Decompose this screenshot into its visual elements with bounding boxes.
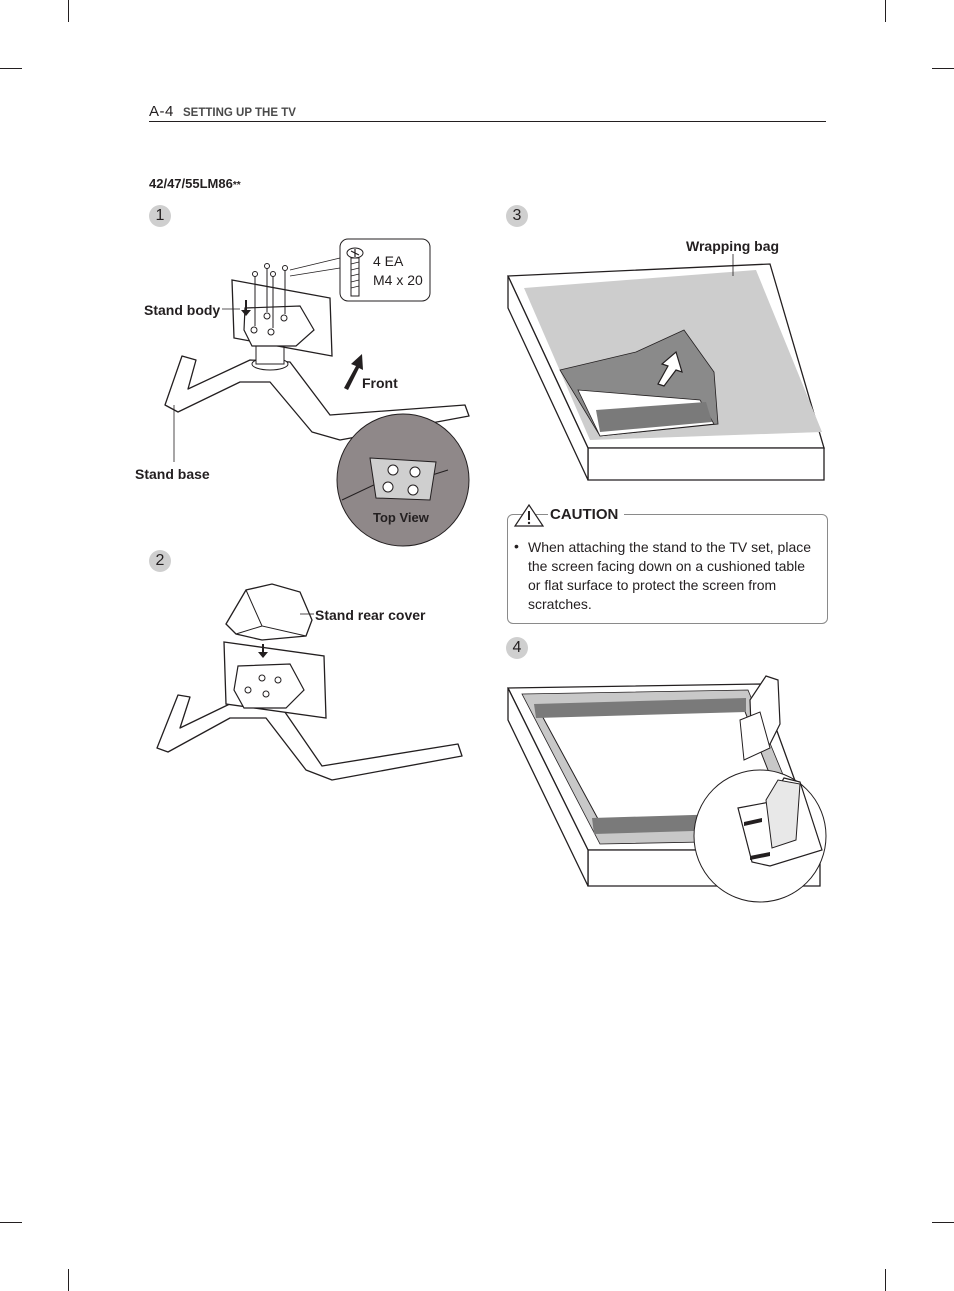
crop-mark-br-v [885, 1269, 886, 1291]
crop-mark-tr-h [932, 68, 954, 69]
caution-bullet: • [514, 538, 519, 554]
step-badge-4: 4 [506, 637, 528, 659]
crop-mark-tl-v [68, 0, 69, 22]
page-number: A-4 [149, 103, 174, 120]
crop-mark-bl-h [0, 1222, 22, 1223]
header-rule [149, 121, 826, 122]
label-stand-base: Stand base [135, 466, 210, 482]
caution-text: When attaching the stand to the TV set, … [528, 539, 812, 612]
step-badge-1: 1 [149, 205, 171, 227]
model-suffix: ** [232, 180, 241, 191]
crop-mark-bl-v [68, 1269, 69, 1291]
step-badge-3: 3 [506, 205, 528, 227]
label-wrapping-bag: Wrapping bag [686, 238, 780, 254]
label-stand-rear-cover: Stand rear cover [315, 607, 426, 623]
crop-mark-tr-v [885, 0, 886, 22]
caution-box [507, 514, 828, 624]
label-screw-qty: 4 EA [373, 253, 404, 269]
step-badge-2: 2 [149, 550, 171, 572]
crop-mark-br-h [932, 1222, 954, 1223]
model-number: 42/47/55LM86 [149, 176, 233, 191]
label-stand-body: Stand body [144, 302, 221, 318]
label-top-view: Top View [373, 510, 429, 525]
crop-mark-tl-h [0, 68, 22, 69]
model-name: 42/47/55LM86** [149, 176, 241, 191]
caution-title: CAUTION [548, 506, 625, 523]
label-front: Front [362, 375, 398, 391]
caution-warning-icon [513, 503, 545, 527]
section-title: SETTING UP THE TV [183, 107, 296, 119]
label-screw-size: M4 x 20 [373, 272, 423, 288]
